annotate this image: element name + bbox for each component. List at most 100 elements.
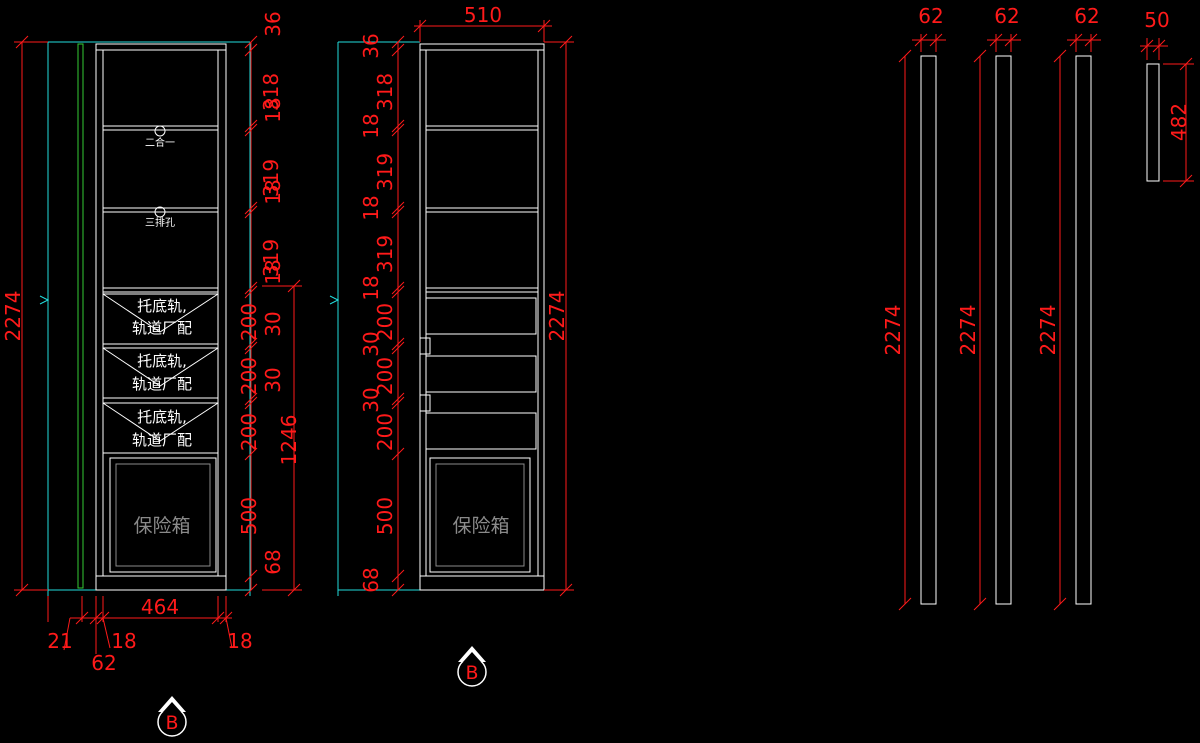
- tick: [244, 447, 258, 461]
- front-width-dim: 464: [141, 595, 179, 619]
- cabinet-outline: [95, 43, 227, 591]
- tick: [391, 341, 405, 355]
- dim-label: 318: [259, 73, 283, 111]
- safe-outer: [429, 457, 531, 573]
- front-height-dim: 2274: [1, 291, 25, 342]
- dim-label: 200: [237, 303, 261, 341]
- panel-width-dim: 62: [918, 4, 943, 28]
- panel-4: 50 482: [1140, 8, 1194, 188]
- drawer-note-line1: 托底轨,: [137, 297, 187, 315]
- tick: [413, 19, 427, 33]
- tick: [559, 583, 573, 597]
- section-label: B: [165, 712, 178, 734]
- dim-label: 319: [259, 159, 283, 197]
- drawer-front: [102, 347, 219, 399]
- dim-label: 18: [359, 275, 383, 300]
- tick: [75, 611, 89, 625]
- tick: [537, 19, 551, 33]
- shelf: [102, 125, 219, 131]
- tick: [989, 33, 1003, 47]
- panel-3: 62 2274: [1036, 4, 1101, 611]
- leader: [225, 617, 233, 649]
- drawer-note-line1: 托底轨,: [137, 408, 187, 426]
- tick: [1004, 33, 1018, 47]
- tick: [973, 597, 987, 611]
- drawer-box: [425, 355, 537, 393]
- tick: [244, 35, 258, 49]
- tick: [244, 123, 258, 137]
- tick: [391, 201, 405, 215]
- panel-height-dim: 482: [1167, 103, 1191, 141]
- tick: [391, 123, 405, 137]
- tick: [1053, 597, 1067, 611]
- shelf: [425, 287, 539, 293]
- front-right-chain-labels: 36 318 18 319 18 319 18 200 30 200 30 20…: [237, 11, 285, 574]
- tick: [391, 569, 405, 583]
- view-arrow-inner: [163, 702, 181, 712]
- tick: [973, 49, 987, 63]
- safe-label: 保险箱: [452, 515, 509, 537]
- shelf: [102, 207, 219, 213]
- drawer-handle: [419, 394, 431, 412]
- dim-label: 319: [259, 239, 283, 277]
- side-height-dim: 2274: [545, 291, 569, 342]
- panel-height-dim: 2274: [956, 305, 980, 356]
- tick: [244, 583, 258, 597]
- tick: [1179, 57, 1193, 71]
- dim-label-21: 21: [47, 629, 72, 653]
- side-left-chain-labels: 36 318 18 319 18 319 18 200 30 200 30 20…: [359, 33, 397, 592]
- dim-label: 319: [373, 153, 397, 191]
- tick: [1140, 39, 1154, 53]
- tick: [914, 33, 928, 47]
- tick: [391, 392, 405, 406]
- fitting-circle: [154, 206, 166, 218]
- drawer-front: [102, 293, 219, 345]
- tick: [244, 119, 258, 133]
- tick: [287, 279, 301, 293]
- tick: [244, 43, 258, 57]
- tick: [898, 597, 912, 611]
- drawer-note-line1: 托底轨,: [137, 352, 187, 370]
- dim-label: 30: [359, 387, 383, 412]
- tick: [244, 341, 258, 355]
- dim-label: 30: [261, 311, 285, 336]
- tick: [391, 285, 405, 299]
- dim-label: 200: [373, 357, 397, 395]
- tick: [1053, 49, 1067, 63]
- safe-label: 保险箱: [133, 515, 190, 537]
- tick: [1084, 33, 1098, 47]
- tick: [244, 396, 258, 410]
- panel-1: 62 2274: [881, 4, 946, 611]
- dim-label: 500: [237, 497, 261, 535]
- tick: [211, 611, 225, 625]
- panel-outline: [1146, 63, 1160, 182]
- break-mark: [329, 295, 340, 305]
- shelf-note-2: 三排孔: [145, 216, 175, 229]
- dim-label: 30: [261, 367, 285, 392]
- dim-label: 18: [261, 97, 285, 122]
- dim-label-62: 62: [91, 651, 116, 675]
- tick: [391, 281, 405, 295]
- tick: [244, 392, 258, 406]
- panel-height-dim: 2274: [881, 305, 905, 356]
- dim-label: 36: [359, 33, 383, 58]
- dim-label: 319: [373, 235, 397, 273]
- dim-label: 200: [237, 413, 261, 451]
- tick: [15, 35, 29, 49]
- side-panel-edge: [77, 43, 84, 589]
- front-elevation: 二合一 三排孔 托底轨, 轨道厂配 托底轨, 轨道厂配 托底轨, 轨道厂配 保险…: [39, 41, 251, 596]
- tick: [391, 43, 405, 57]
- drawer-1: 托底轨, 轨道厂配: [102, 293, 219, 345]
- side-width-dim: 510: [464, 3, 502, 27]
- tick: [244, 205, 258, 219]
- cabinet-side-outline: [419, 43, 545, 591]
- dim-label: 200: [373, 303, 397, 341]
- dim-label: 200: [373, 413, 397, 451]
- dim-label: 36: [261, 11, 285, 36]
- side-dimensions: [391, 19, 574, 597]
- dim-label: 318: [373, 73, 397, 111]
- tick: [1179, 174, 1193, 188]
- front-dimensions: [14, 35, 302, 654]
- shelf: [425, 125, 539, 131]
